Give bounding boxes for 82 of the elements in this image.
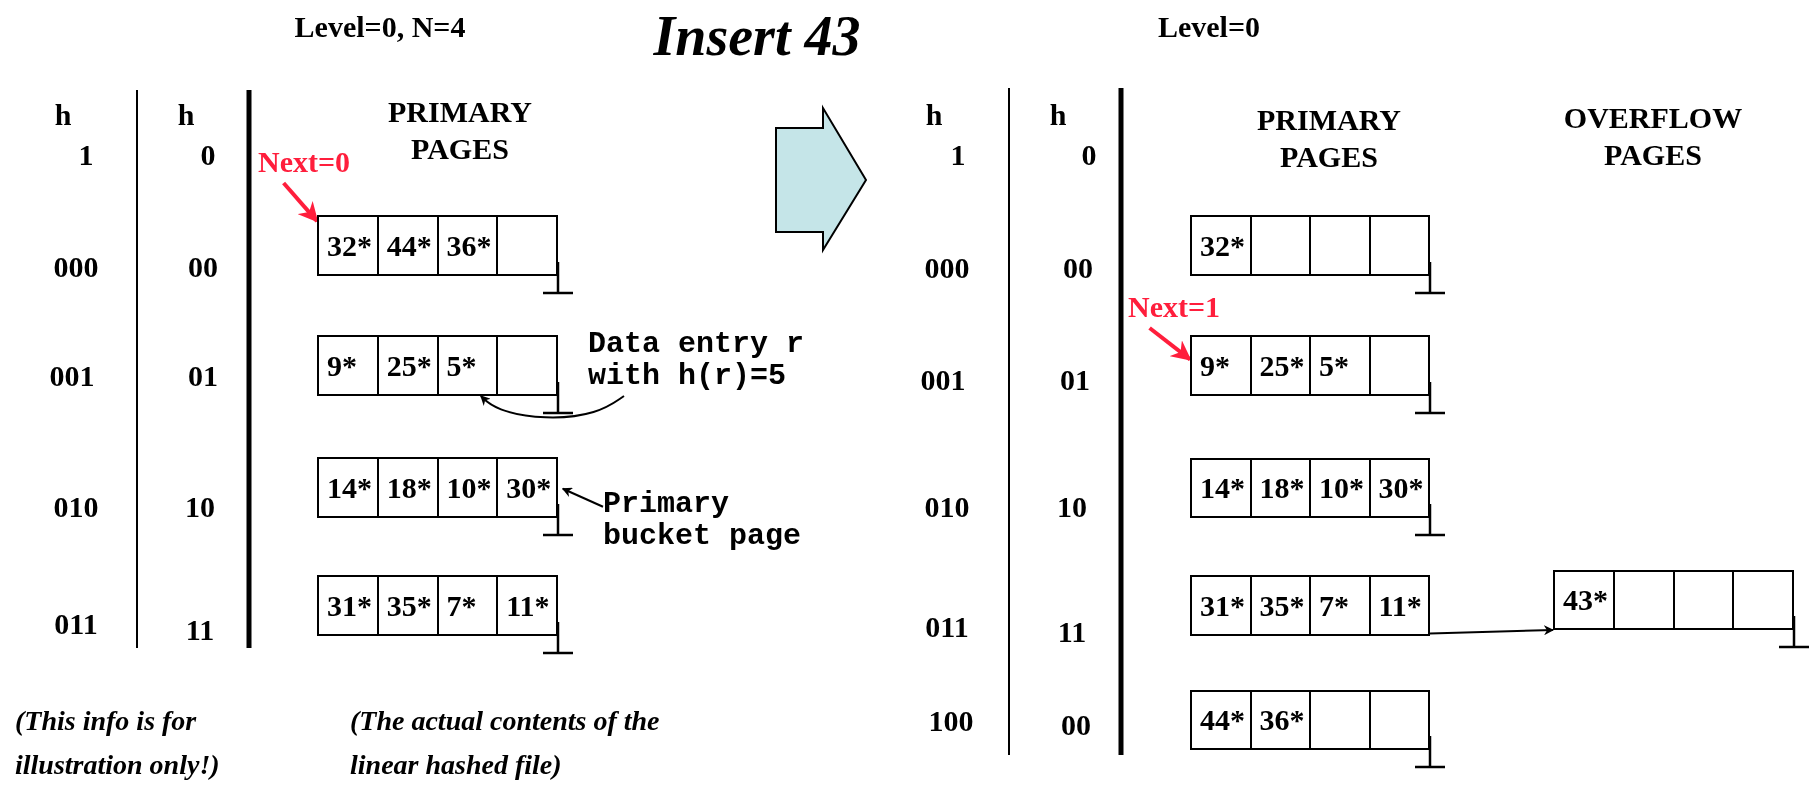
parameter-text: Level=0, N=4 [293, 9, 467, 46]
note-text: (The actual contents of the linear hashed file) [350, 704, 661, 782]
data-entry: 9* [326, 347, 358, 384]
hash-function-label: h [53, 97, 73, 134]
bucket-address: 01 [187, 358, 219, 395]
data-entry: 14* [326, 469, 373, 506]
data-entry: 35* [1249, 577, 1309, 634]
data-entry: 30* [1368, 460, 1428, 516]
parameter-text: Level=0 [1156, 9, 1262, 46]
data-entry: 18* [376, 459, 437, 516]
bucket-address: 10 [184, 489, 216, 526]
bucket-address: 011 [53, 606, 99, 643]
bucket-address: 010 [923, 489, 971, 526]
data-entry: 31* [1199, 587, 1246, 624]
pointer-label: Next=1 [1128, 290, 1248, 328]
data-entry: 18* [1249, 460, 1309, 516]
data-entry: 44* [1199, 702, 1246, 738]
hash-function-label: 1 [949, 137, 967, 174]
hash-function-label: 0 [1080, 137, 1098, 174]
data-entry: 32* [326, 227, 373, 264]
bucket-address: 100 [927, 703, 975, 740]
data-entry: 7* [436, 577, 497, 634]
data-entry: 36* [1249, 692, 1309, 748]
bucket-address: 001 [48, 358, 96, 395]
arrow [1148, 326, 1192, 361]
bucket-address: 000 [923, 250, 971, 287]
data-entry: 5* [436, 337, 497, 394]
data-entry: 11* [1368, 577, 1428, 634]
note-text: (This info is for illustration only!) [15, 704, 221, 782]
data-entry: 5* [1309, 337, 1369, 394]
pointer-label: Next=0 [258, 145, 386, 183]
data-entry: 32* [1199, 227, 1246, 264]
hash-function-label: 1 [77, 137, 95, 174]
column-heading: OVERFLOW PAGES [1562, 99, 1744, 173]
bucket-address: 00 [1060, 707, 1092, 744]
bucket-address: 010 [52, 489, 100, 526]
hash-function-label: 0 [199, 137, 217, 174]
data-entry: 35* [376, 577, 437, 634]
bucket-page [317, 575, 558, 636]
column-heading: PRIMARY PAGES [1256, 101, 1402, 175]
arrow [282, 181, 319, 223]
data-entry: 7* [1309, 577, 1369, 634]
bucket-page [1190, 575, 1430, 636]
bucket-address: 11 [1056, 614, 1088, 651]
bucket-address: 11 [184, 612, 216, 649]
data-entry: 10* [436, 459, 497, 516]
data-entry: 31* [326, 587, 373, 624]
bucket-address: 01 [1059, 362, 1091, 399]
data-entry: 36* [436, 217, 497, 274]
hash-function-label: h [1048, 97, 1068, 134]
bucket-page [1190, 690, 1430, 750]
arrow [561, 487, 604, 508]
bucket-address: 00 [1062, 250, 1094, 287]
arrow [479, 395, 625, 419]
bucket-page [1190, 215, 1430, 276]
column-heading: PRIMARY PAGES [387, 93, 533, 167]
bucket-page [1190, 335, 1430, 396]
annotation-text: Data entry r with h(r)=5 [588, 328, 888, 396]
bucket-page [317, 457, 558, 518]
data-entry: 14* [1199, 470, 1246, 506]
bucket-address: 000 [52, 249, 100, 286]
bucket-address: 011 [924, 609, 970, 646]
data-entry: 43* [1562, 582, 1609, 618]
bucket-address: 10 [1056, 489, 1088, 526]
bucket-address: 00 [187, 249, 219, 286]
data-entry: 30* [496, 459, 556, 516]
bucket-page [1553, 570, 1794, 630]
bucket-page [1190, 458, 1430, 518]
data-entry: 9* [1199, 347, 1231, 384]
arrow [1429, 625, 1554, 636]
hash-function-label: h [176, 97, 196, 134]
bucket-page [317, 335, 558, 396]
annotation-text: Primary bucket page [603, 488, 848, 560]
hash-function-label: h [924, 97, 944, 134]
data-entry: 25* [376, 337, 437, 394]
data-entry: 44* [376, 217, 437, 274]
data-entry: 11* [496, 577, 556, 634]
bucket-page [317, 215, 558, 276]
data-entry: 10* [1309, 460, 1369, 516]
title: Insert 43 [652, 4, 862, 69]
data-entry: 25* [1249, 337, 1309, 394]
bucket-address: 001 [919, 362, 967, 399]
